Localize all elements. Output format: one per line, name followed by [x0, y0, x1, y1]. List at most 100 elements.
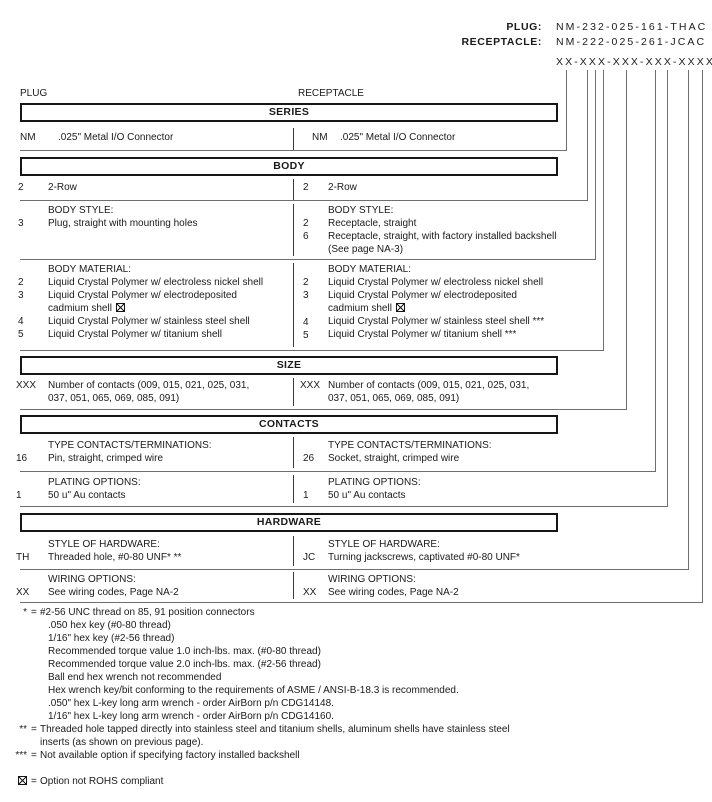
code-cell: 2	[303, 218, 309, 229]
subsection-label-hardware-style-right: STYLE OF HARDWARE:	[328, 539, 440, 550]
column-divider	[293, 263, 294, 347]
leader-line-plating	[667, 70, 668, 506]
footnote-marker: *	[23, 607, 27, 618]
column-divider	[293, 128, 294, 150]
column-divider	[293, 378, 294, 406]
section-title-contacts: CONTACTS	[259, 418, 319, 430]
section-header-body: BODY	[20, 157, 558, 176]
footnote-marker	[10, 775, 27, 788]
rule-contact-type	[20, 471, 656, 472]
code-cell: 3	[18, 290, 24, 301]
receptacle-part-number: NM-222-025-261-JCAC	[556, 36, 707, 48]
leader-line-contact-type	[655, 70, 656, 471]
section-title-body: BODY	[273, 160, 305, 172]
footnote-equals: =	[31, 776, 37, 787]
code-cell: 26	[303, 453, 315, 464]
column-divider	[293, 536, 294, 566]
footnote-line: 1/16" hex key (#2-56 thread)	[48, 633, 175, 644]
not-rohs-icon	[395, 303, 405, 312]
code-cell: XX	[16, 587, 30, 598]
desc-cell: 50 u" Au contacts	[328, 490, 406, 501]
column-divider	[293, 204, 294, 256]
desc-cell: Receptacle, straight	[328, 218, 417, 229]
code-cell: XXX	[300, 380, 321, 391]
desc-cell: 037, 051, 065, 069, 085, 091)	[48, 393, 180, 404]
subsection-label-body-style-right: BODY STYLE:	[328, 205, 394, 216]
subsection-label-hardware-style-left: STYLE OF HARDWARE:	[48, 539, 160, 550]
footnote-rohs: =Option not ROHS compliant	[10, 775, 710, 788]
code-cell: XX	[303, 587, 317, 598]
rule-hardware-style	[20, 569, 689, 570]
plug-part-number-label: PLUG:	[506, 21, 542, 33]
desc-cell: .025" Metal I/O Connector	[58, 132, 174, 143]
code-cell: NM	[312, 132, 328, 143]
code-cell: 2	[303, 277, 309, 288]
desc-cell: Threaded hole, #0-80 UNF* **	[48, 552, 182, 563]
subsection-label-plating-left: PLATING OPTIONS:	[48, 477, 141, 488]
desc-cell: Liquid Crystal Polymer w/ stainless stee…	[48, 316, 250, 327]
section-title-hardware: HARDWARE	[256, 516, 322, 528]
footnote-line: .050" hex L-key long arm wrench - order …	[48, 698, 334, 709]
desc-cell: .025" Metal I/O Connector	[340, 132, 456, 143]
rule-body-material	[20, 350, 604, 351]
code-cell: NM	[20, 132, 36, 143]
desc-cell: Receptacle, straight, with factory insta…	[328, 231, 557, 242]
leader-line-body-style	[595, 70, 596, 259]
subsection-label-body-material-right: BODY MATERIAL:	[328, 264, 411, 275]
subsection-label-plating-right: PLATING OPTIONS:	[328, 477, 421, 488]
subsection-label-contact-type-right: TYPE CONTACTS/TERMINATIONS:	[328, 440, 492, 451]
code-cell: XXX	[16, 380, 37, 391]
footnote-marker: ***	[15, 750, 27, 761]
subsection-label-wiring-left: WIRING OPTIONS:	[48, 574, 136, 585]
column-divider	[293, 179, 294, 200]
section-header-hardware: HARDWARE	[20, 513, 558, 532]
desc-cell: Liquid Crystal Polymer w/ electrodeposit…	[48, 290, 237, 301]
rule-size	[20, 409, 627, 410]
desc-cell: Liquid Crystal Polymer w/ stainless stee…	[328, 316, 545, 327]
desc-cell: Liquid Crystal Polymer w/ electrodeposit…	[328, 290, 517, 301]
column-divider	[293, 572, 294, 599]
footnote-triple-star: ***=Not available option if specifying f…	[10, 749, 710, 762]
footnote-star: *=#2-56 UNC thread on 85, 91 position co…	[10, 606, 710, 619]
desc-cell: cadmium shell	[48, 302, 125, 315]
rule-body-row	[20, 200, 588, 201]
desc-cell: 2-Row	[328, 182, 357, 193]
desc-cell: Pin, straight, crimped wire	[48, 453, 164, 464]
desc-cell: Number of contacts (009, 015, 021, 025, …	[328, 380, 530, 391]
leader-line-size	[626, 70, 627, 409]
footnote-line: 1/16" hex L-key long arm wrench - order …	[48, 711, 334, 722]
footnote-line: Ball end hex wrench not recommended	[48, 672, 222, 683]
leader-line-series	[566, 70, 567, 150]
footnote-equals: =	[31, 750, 37, 761]
desc-cell: Plug, straight with mounting holes	[48, 218, 198, 229]
section-header-contacts: CONTACTS	[20, 415, 558, 434]
footnote-equals: =	[31, 724, 37, 735]
subsection-label-wiring-right: WIRING OPTIONS:	[328, 574, 416, 585]
code-cell: 2	[18, 277, 24, 288]
rule-plating	[20, 506, 668, 507]
desc-cell: Number of contacts (009, 015, 021, 025, …	[48, 380, 250, 391]
code-cell: 2	[18, 182, 24, 193]
code-cell: 1	[16, 490, 22, 501]
section-title-series: SERIES	[268, 106, 310, 118]
desc-cell: cadmium shell	[328, 302, 405, 315]
code-cell: JC	[303, 552, 316, 563]
rule-wiring	[20, 602, 703, 603]
code-cell: 3	[303, 290, 309, 301]
footnote-line: .050 hex key (#0-80 thread)	[48, 620, 171, 631]
column-divider	[293, 437, 294, 468]
receptacle-column-header: RECEPTACLE	[298, 88, 364, 99]
part-number-mask: XX-XXX-XXX-XXX-XXXX	[556, 56, 712, 68]
code-cell: 6	[303, 231, 309, 242]
code-cell: 5	[18, 329, 24, 340]
desc-cell: See wiring codes, Page NA-2	[48, 587, 179, 598]
desc-cell: Liquid Crystal Polymer w/ titanium shell…	[328, 329, 517, 340]
plug-part-number: NM-232-025-161-THAC	[556, 21, 708, 33]
footnote-line: inserts (as shown on previous page).	[40, 737, 204, 748]
footnote-double-star: **=Threaded hole tapped directly into st…	[10, 723, 710, 736]
desc-cell: See wiring codes, Page NA-2	[328, 587, 459, 598]
subsection-label-contact-type-left: TYPE CONTACTS/TERMINATIONS:	[48, 440, 212, 451]
code-cell: 16	[16, 453, 28, 464]
desc-cell: Liquid Crystal Polymer w/ electroless ni…	[328, 277, 544, 288]
